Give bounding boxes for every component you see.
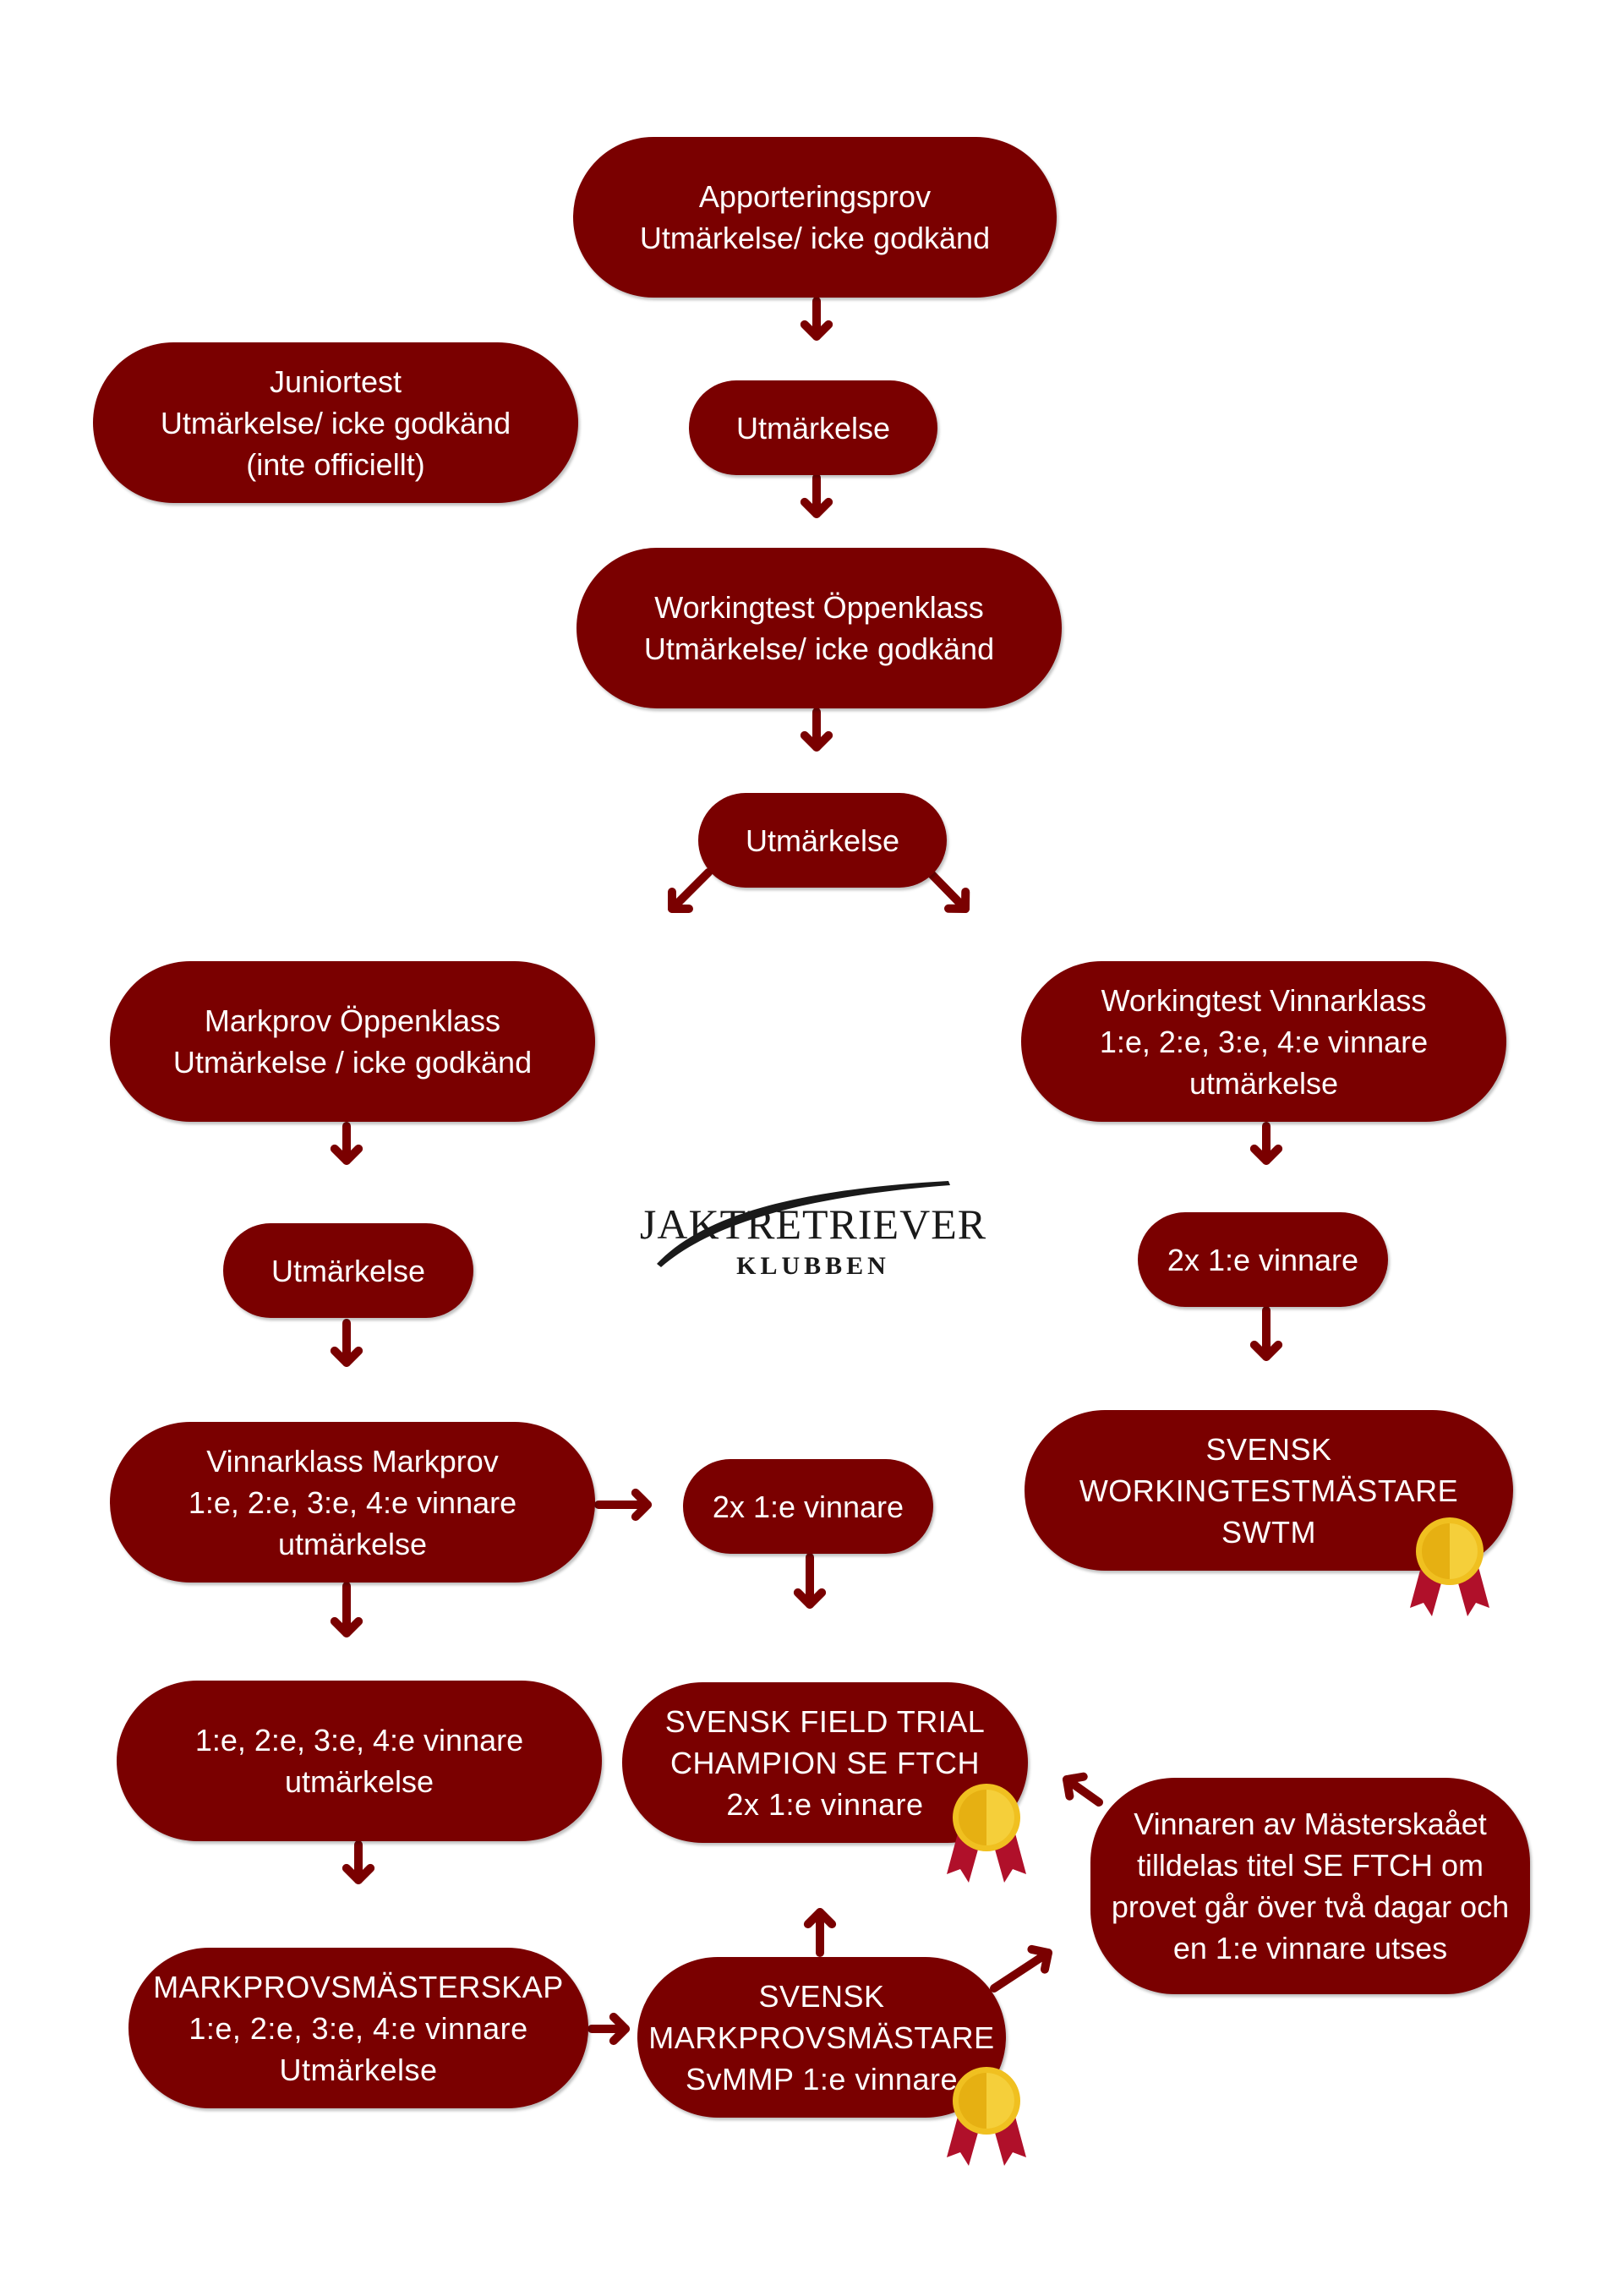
node-text-line: 2x 1:e vinnare: [726, 1786, 924, 1822]
node-text-line: Juniortest: [269, 364, 402, 399]
node-text-line: Markprov Öppenklass: [204, 1003, 501, 1038]
node-vinnare-utmarkelse: 1:e, 2:e, 3:e, 4:e vinnare utmärkelse: [117, 1681, 602, 1841]
node-utmarkelse-3: Utmärkelse: [223, 1223, 473, 1318]
node-vinnarklass-markprov: Vinnarklass Markprov 1:e, 2:e, 3:e, 4:e v…: [110, 1422, 595, 1583]
medal-ribbon-icon: [947, 1784, 1026, 1883]
arrow-working-winner-to-2x: [1249, 1122, 1283, 1165]
arrow-appor-to-utm1: [800, 297, 833, 341]
node-text-line: utmärkelse: [284, 1764, 434, 1799]
node-text-line: utmärkelse: [1189, 1065, 1339, 1101]
node-text-line: Utmärkelse / icke godkänd: [172, 1045, 533, 1080]
node-text-line: Apporteringsprov: [698, 179, 932, 214]
node-svmmp: SVENSK MARKPROVSMÄSTARE SvMMP 1:e vinnare: [637, 1957, 1006, 2118]
node-text-line: provet går över två dagar och: [1111, 1889, 1510, 1924]
arrow-utm2-to-working-winner: [926, 868, 970, 913]
medal-ribbon-icon: [1410, 1517, 1489, 1616]
node-text-line: SVENSK: [1205, 1431, 1332, 1467]
jaktretriever-logo: JAKTRETRIEVER KLUBBEN: [610, 1164, 1016, 1280]
arrow-utm3-to-vinnarklass: [330, 1319, 363, 1367]
node-text-line: SvMMP 1:e vinnare: [686, 2061, 958, 2096]
node-2x-vinnare-mid: 2x 1:e vinnare: [683, 1459, 933, 1554]
logo-swoosh: [657, 1181, 950, 1267]
node-text-line: Vinnarklass Markprov: [206, 1443, 499, 1479]
node-workingtest-vinnarklass: Workingtest Vinnarklass 1:e, 2:e, 3:e, 4:…: [1021, 961, 1506, 1122]
node-text-line: Utmärkelse: [279, 2052, 438, 2087]
medal-ribbon-icon: [947, 2067, 1026, 2166]
node-text-line: 2x 1:e vinnare: [712, 1489, 904, 1524]
node-text-line: SWTM: [1221, 1514, 1316, 1550]
node-text-line: WORKINGTESTMÄSTARE: [1079, 1473, 1459, 1508]
node-text-line: Workingtest Öppenklass: [654, 590, 984, 625]
node-masterskaaet: Vinnaren av Mästerskaået tilldelas titel …: [1090, 1778, 1530, 1994]
logo-main-text: JAKTRETRIEVER: [639, 1200, 987, 1248]
node-text-line: SVENSK: [758, 1978, 885, 2014]
node-text-line: Utmärkelse/ icke godkänd: [160, 405, 511, 440]
node-utmarkelse-1: Utmärkelse: [689, 380, 937, 475]
node-text-line: 1:e, 2:e, 3:e, 4:e vinnare: [194, 1723, 524, 1758]
arrow-svmmp-to-se-ftch: [803, 1908, 837, 1957]
node-text-line: MARKPROVSMÄSTARE: [648, 2020, 995, 2055]
node-text-line: (inte officiellt): [246, 446, 425, 482]
node-text-line: en 1:e vinnare utses: [1172, 1931, 1448, 1965]
node-text-line: Utmärkelse/ icke godkänd: [639, 221, 991, 255]
logo-sub-text: KLUBBEN: [736, 1252, 890, 1280]
node-text-line: CHAMPION SE FTCH: [669, 1745, 980, 1780]
arrow-utm1-to-working-open: [800, 473, 833, 518]
arrow-winners-to-masterskap: [342, 1840, 375, 1884]
node-text-line: Workingtest Vinnarklass: [1101, 982, 1427, 1018]
arrow-utm2-to-markprov: [668, 868, 713, 913]
node-utmarkelse-2: Utmärkelse: [698, 793, 947, 888]
arrow-svmmp-to-masterskaaet: [990, 1944, 1052, 1993]
arrow-masterskaaet-to-se-ftch: [1063, 1772, 1103, 1807]
arrow-vinnarklass-to-2x-mid: [594, 1488, 652, 1522]
node-text-line: utmärkelse: [277, 1526, 428, 1561]
node-text-line: 1:e, 2:e, 3:e, 4:e vinnare: [1099, 1024, 1429, 1059]
node-text-line: 2x 1:e vinnare: [1167, 1242, 1359, 1277]
node-text-line: MARKPROVSMÄSTERSKAP: [153, 1969, 564, 2004]
arrow-working-open-to-utm2: [800, 708, 833, 752]
node-text-line: Vinnaren av Mästerskaået: [1134, 1807, 1487, 1841]
node-text-line: Utmärkelse: [735, 410, 891, 446]
node-text-line: Utmärkelse: [270, 1253, 426, 1288]
arrow-2x-to-swtm: [1249, 1306, 1283, 1361]
node-text-line: SVENSK FIELD TRIAL: [664, 1703, 986, 1739]
node-text-line: Utmärkelse/ icke godkänd: [643, 631, 995, 666]
arrow-markprov-to-utm3: [330, 1122, 363, 1165]
arrow-2x-mid-to-se-ftch: [793, 1553, 827, 1609]
node-text-line: tilldelas titel SE FTCH om: [1136, 1848, 1484, 1883]
node-text-line: 1:e, 2:e, 3:e, 4:e vinnare: [189, 2010, 528, 2046]
arrow-vinnarklass-to-winners: [330, 1582, 363, 1637]
node-text-line: Utmärkelse: [745, 823, 900, 858]
node-text-line: 1:e, 2:e, 3:e, 4:e vinnare: [188, 1484, 517, 1520]
node-markprovsmasterskap: MARKPROVSMÄSTERSKAP 1:e, 2:e, 3:e, 4:e vi…: [128, 1948, 588, 2108]
arrow-masterskap-to-svmmp: [587, 2012, 630, 2046]
node-2x-vinnare-right: 2x 1:e vinnare: [1138, 1212, 1388, 1307]
